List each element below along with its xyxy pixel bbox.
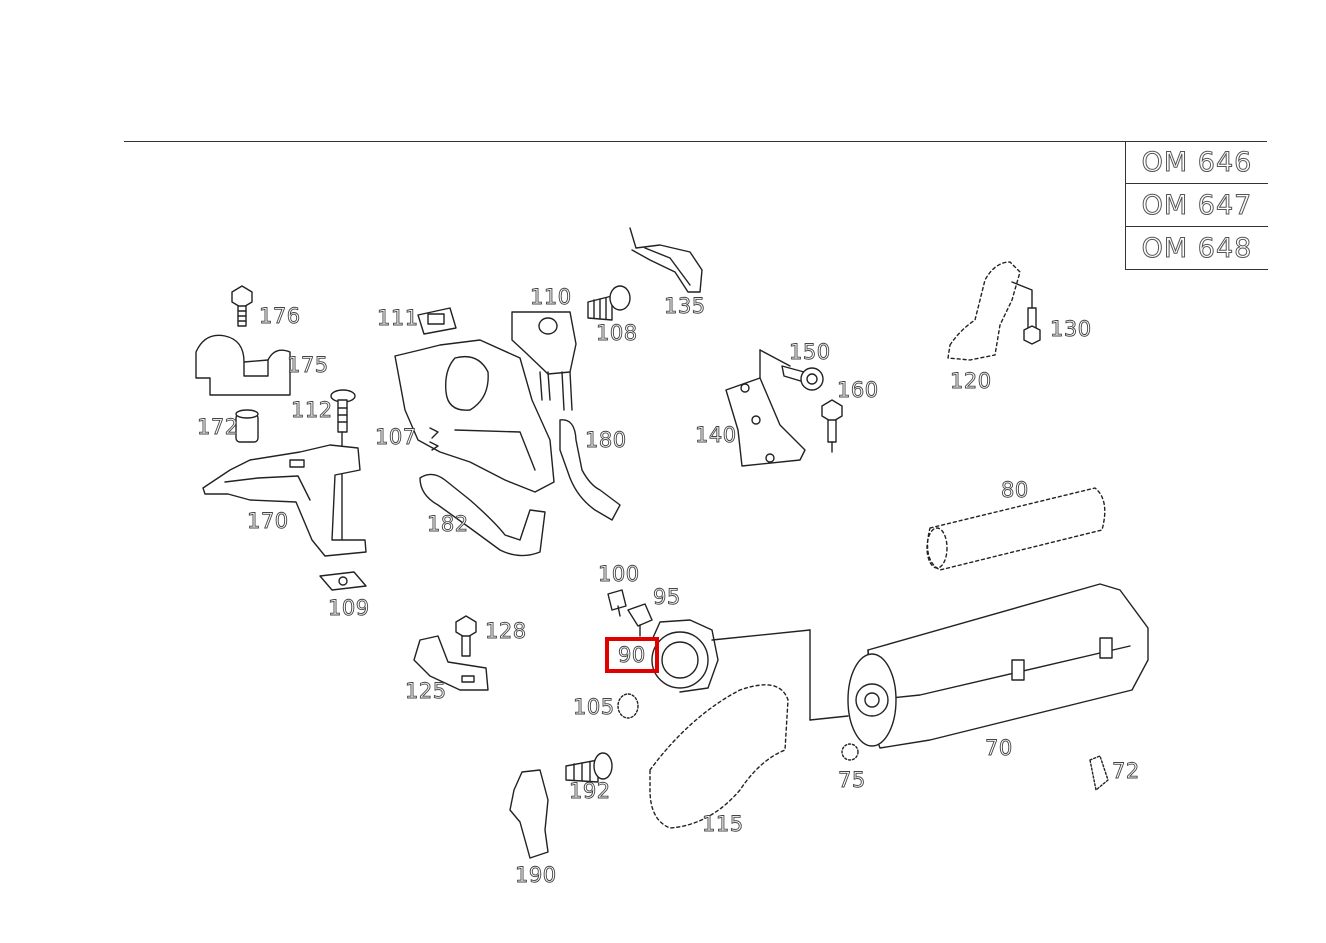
part-72-clip	[1089, 755, 1109, 791]
part-180-hose	[559, 419, 621, 521]
callout-70[interactable]: 70	[985, 736, 1013, 760]
callout-192[interactable]: 192	[569, 779, 611, 803]
part-182-hose	[419, 473, 546, 557]
callout-107[interactable]: 107	[375, 425, 417, 449]
callout-108[interactable]: 108	[596, 321, 638, 345]
callout-111[interactable]: 111	[377, 306, 419, 330]
engine-row-om647: OM 647	[1126, 184, 1268, 227]
callout-109[interactable]: 109	[328, 596, 370, 620]
part-109-clip	[319, 571, 367, 591]
callout-150[interactable]: 150	[789, 340, 831, 364]
part-170-bracket	[202, 444, 367, 557]
callout-72[interactable]: 72	[1112, 759, 1140, 783]
callout-112[interactable]: 112	[291, 398, 333, 422]
part-111-connector	[417, 307, 457, 335]
part-100-screw	[607, 589, 627, 617]
callout-125[interactable]: 125	[405, 679, 447, 703]
callout-75[interactable]: 75	[838, 768, 866, 792]
callout-95[interactable]: 95	[653, 585, 681, 609]
part-192-bolt	[565, 752, 613, 783]
part-172-sleeve	[235, 409, 259, 443]
callout-176[interactable]: 176	[259, 304, 301, 328]
callout-182[interactable]: 182	[427, 512, 469, 536]
part-90-maf	[651, 619, 849, 721]
callout-170[interactable]: 170	[247, 509, 289, 533]
callout-105[interactable]: 105	[573, 695, 615, 719]
callout-172[interactable]: 172	[197, 415, 239, 439]
part-108-bolt	[587, 285, 631, 321]
part-128-bolt	[455, 615, 477, 657]
header-rule	[124, 141, 1267, 142]
part-95-sensor	[627, 603, 653, 637]
part-107-shield	[394, 339, 555, 493]
part-75-clip	[841, 743, 859, 761]
callout-140[interactable]: 140	[695, 423, 737, 447]
part-176-bolt	[231, 285, 253, 327]
part-110-sensor	[511, 311, 577, 411]
callout-175[interactable]: 175	[287, 353, 329, 377]
callout-90[interactable]: 90	[618, 643, 646, 667]
callout-120[interactable]: 120	[950, 369, 992, 393]
part-135-bracket	[629, 227, 703, 293]
part-125-bracket	[413, 635, 489, 691]
callout-100[interactable]: 100	[598, 562, 640, 586]
callout-110[interactable]: 110	[530, 285, 572, 309]
part-120-hose	[947, 261, 1021, 361]
callout-190[interactable]: 190	[515, 863, 557, 887]
callout-128[interactable]: 128	[485, 619, 527, 643]
part-80-filter	[926, 487, 1106, 571]
callout-80[interactable]: 80	[1001, 478, 1029, 502]
part-175-clamp	[195, 334, 291, 396]
engine-row-om648: OM 648	[1141, 232, 1253, 264]
highlight-part-90	[605, 637, 659, 673]
part-115-hose	[649, 684, 789, 829]
callout-135[interactable]: 135	[664, 294, 706, 318]
engine-row-om646: OM 646	[1126, 141, 1268, 184]
part-150-bolt	[781, 365, 824, 391]
part-105-clamp	[617, 693, 639, 719]
part-70-housing	[847, 583, 1149, 749]
callout-115[interactable]: 115	[702, 812, 744, 836]
part-190-bracket	[509, 769, 549, 859]
callout-130[interactable]: 130	[1050, 317, 1092, 341]
callout-180[interactable]: 180	[585, 428, 627, 452]
engine-applicability-table: OM 646 OM 647 OM 648	[1125, 141, 1268, 270]
part-140-bracket	[725, 349, 806, 467]
callout-160[interactable]: 160	[837, 378, 879, 402]
part-160-bolt	[821, 399, 843, 453]
part-130-bolt	[1011, 281, 1041, 345]
